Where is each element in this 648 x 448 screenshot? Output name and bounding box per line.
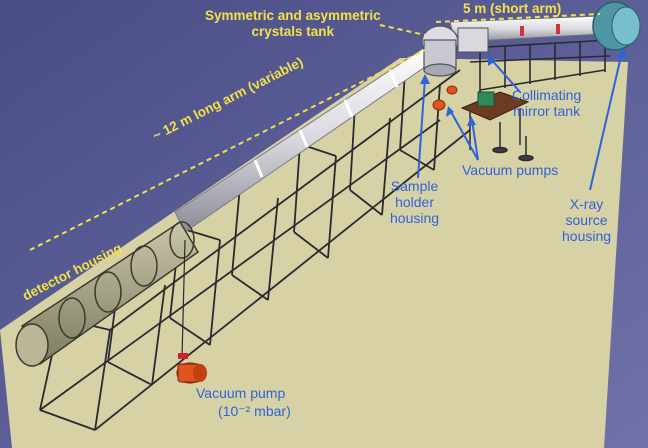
yellow-dimension-lines	[29, 13, 601, 251]
collimating-tank-shape	[457, 27, 489, 53]
blue-pointer-arrows	[417, 51, 623, 191]
vacuum-pumps-label: Vacuum pumps	[462, 162, 559, 178]
sample-holder-label: Sample holder housing	[390, 178, 440, 227]
blue-arrowheads	[420, 48, 627, 126]
xray-source-label: X-ray source housing	[562, 196, 612, 245]
long-arm-pipe-joints	[253, 69, 399, 178]
vacuum-pump-pressure-label: (10⁻² mbar)	[218, 403, 291, 419]
collimating-mirror-label: Collimating mirror tank	[512, 87, 582, 120]
main-vacuum-pump	[176, 239, 207, 384]
crystals-tank-shape	[421, 25, 459, 77]
small-vacuum-pumps	[432, 85, 458, 111]
small-stands	[492, 122, 534, 162]
short-arm-label: 5 m (short arm)	[463, 1, 562, 16]
xray-source-housing-shape	[592, 1, 641, 51]
detector-housing-shape	[15, 220, 200, 367]
crystals-tank-label: Symmetric and asymmetric crystals tank	[205, 8, 381, 39]
sample-table	[460, 91, 530, 150]
vacuum-pump-label: Vacuum pump	[196, 385, 286, 401]
